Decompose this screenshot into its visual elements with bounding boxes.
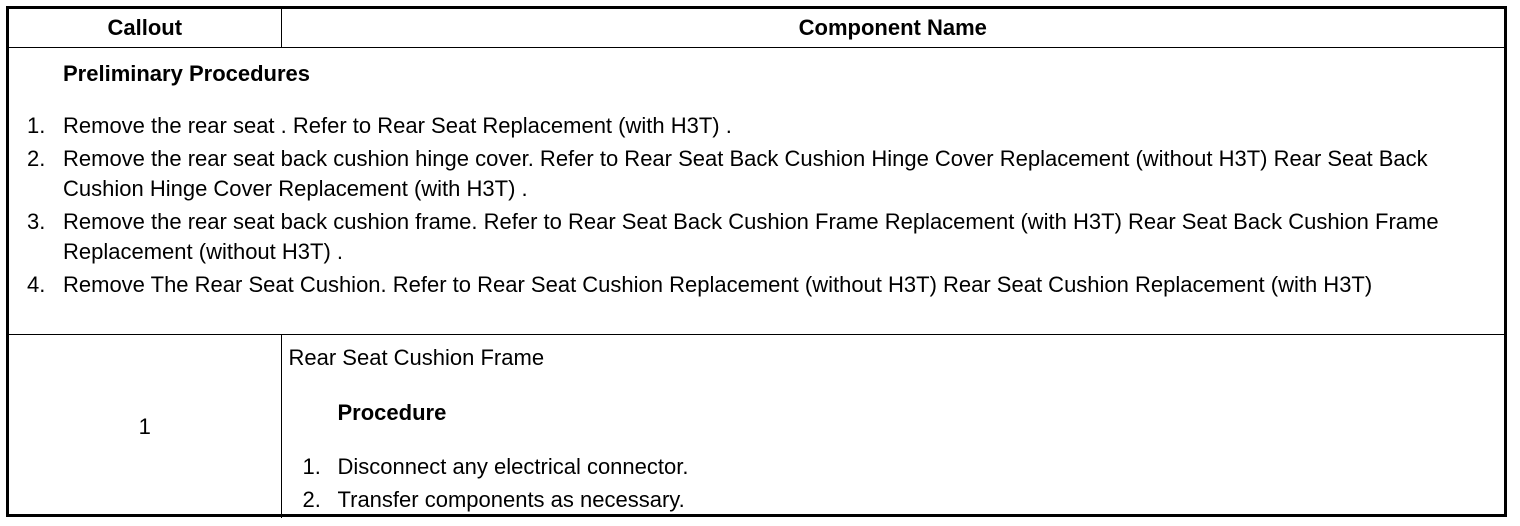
- preliminary-step: 4. Remove The Rear Seat Cushion. Refer t…: [9, 270, 1504, 300]
- callout-cell: 1: [9, 334, 282, 518]
- step-number: 1.: [27, 113, 46, 138]
- preliminary-procedures-cell: Preliminary Procedures 1. Remove the rea…: [9, 47, 1504, 335]
- procedure-step: 1. Disconnect any electrical connector.: [282, 452, 1505, 482]
- step-text: Remove the rear seat back cushion hinge …: [63, 146, 1428, 201]
- component-name: Rear Seat Cushion Frame: [288, 345, 545, 370]
- preliminary-step: 3. Remove the rear seat back cushion fra…: [9, 207, 1504, 267]
- step-text: Disconnect any electrical connector.: [337, 454, 689, 479]
- procedure-title: Procedure: [337, 400, 447, 425]
- step-number: 2.: [302, 487, 321, 512]
- callout-header: Callout: [9, 9, 282, 48]
- procedure-table: Callout Component Name Preliminary Proce…: [9, 9, 1504, 518]
- table-header-row: Callout Component Name: [9, 9, 1504, 48]
- step-number: 2.: [27, 146, 46, 171]
- component-name-header: Component Name: [280, 9, 1504, 48]
- preliminary-row: Preliminary Procedures 1. Remove the rea…: [9, 47, 1504, 335]
- step-text: Remove the rear seat . Refer to Rear Sea…: [63, 113, 732, 138]
- procedure-table-frame: Callout Component Name Preliminary Proce…: [6, 6, 1507, 518]
- step-text: Remove The Rear Seat Cushion. Refer to R…: [63, 272, 1373, 297]
- component-cell: Rear Seat Cushion Frame Procedure 1. Dis…: [280, 334, 1505, 518]
- preliminary-step: 2. Remove the rear seat back cushion hin…: [9, 144, 1504, 204]
- preliminary-step: 1. Remove the rear seat . Refer to Rear …: [9, 111, 1504, 141]
- table-row: 1 Rear Seat Cushion Frame Procedure 1. D…: [9, 334, 1505, 518]
- procedure-steps-list: 1. Disconnect any electrical connector. …: [282, 452, 1505, 515]
- step-text: Remove the rear seat back cushion frame.…: [63, 209, 1439, 264]
- preliminary-procedures-title: Preliminary Procedures: [63, 61, 311, 86]
- step-number: 3.: [27, 209, 46, 234]
- step-text: Transfer components as necessary.: [337, 487, 685, 512]
- step-number: 1.: [302, 454, 321, 479]
- step-number: 4.: [27, 272, 46, 297]
- preliminary-steps-list: 1. Remove the rear seat . Refer to Rear …: [9, 111, 1504, 300]
- procedure-step: 2. Transfer components as necessary.: [282, 485, 1505, 515]
